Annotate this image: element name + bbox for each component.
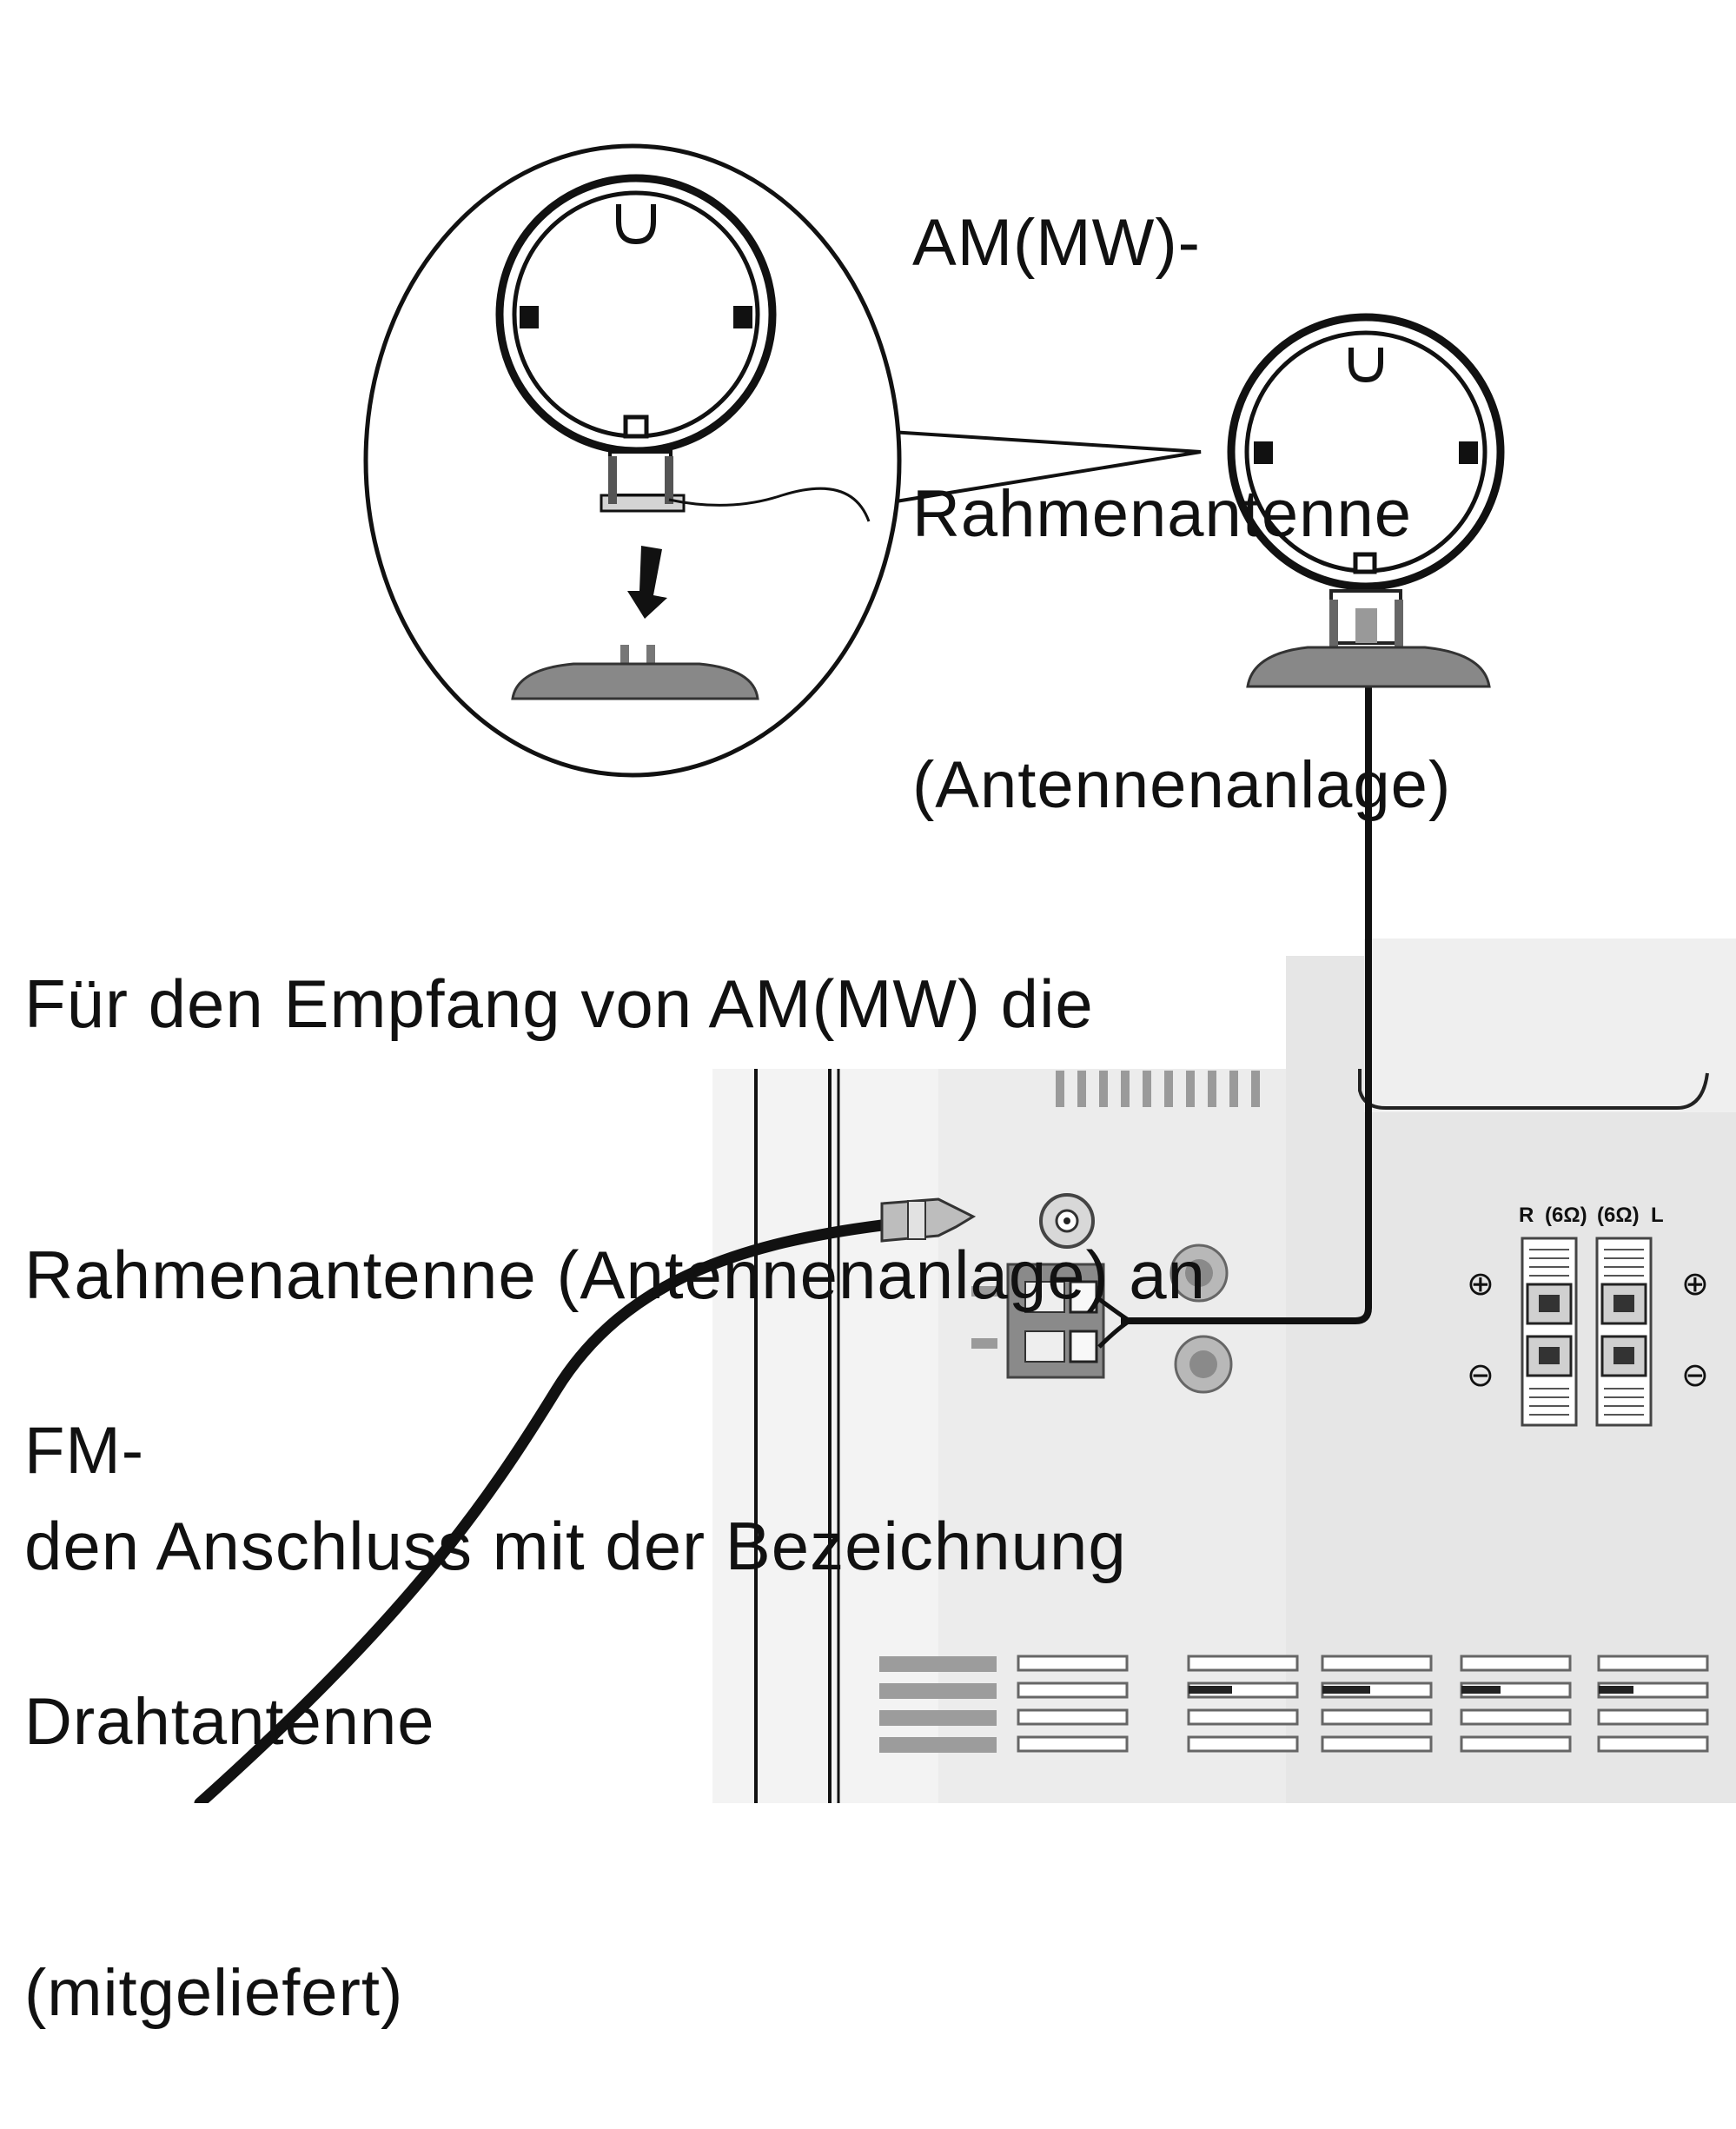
fm-label-line: FM-: [24, 1414, 145, 1488]
am-label-line: (Antennenanlage): [912, 748, 1452, 822]
speaker-plus-right: ⊕: [1681, 1266, 1709, 1303]
am-terminal-block: [971, 1244, 1233, 1394]
fm-antenna-label: FM- Drahtantenne (mitgeliefert): [24, 1225, 435, 2129]
speaker-impedance-right: (6Ω): [1597, 1204, 1640, 1227]
am-antenna-label: AM(MW)- Rahmenantenne (Antennenanlage): [912, 17, 1451, 921]
speaker-plus-left: ⊕: [1467, 1266, 1494, 1303]
fm-label-line: (mitgeliefert): [24, 1956, 404, 2030]
speaker-minus-left: ⊖: [1467, 1357, 1494, 1394]
speaker-impedance-left: (6Ω): [1545, 1204, 1587, 1227]
instruction-line: Für den Empfang von AM(MW) die: [24, 965, 1094, 1042]
fm-label-line: Drahtantenne: [24, 1685, 435, 1759]
am-antenna-cable: [1097, 686, 1372, 1349]
speaker-mark-r: R: [1519, 1204, 1534, 1227]
instruction-line: den Anschluss mit der Bezeichnung: [24, 1508, 1127, 1584]
am-label-line: Rahmenantenne: [912, 477, 1412, 551]
connection-diagram: [194, 143, 1736, 1803]
instruction-line: Rahmenantenne (Antennenanlage) an: [24, 1237, 1207, 1313]
fm-coax-socket: [1039, 1193, 1095, 1249]
speaker-mark-l: L: [1651, 1204, 1664, 1227]
speaker-terminals: [1521, 1237, 1653, 1427]
am-label-line: AM(MW)-: [912, 206, 1201, 280]
am-loop-antenna: [1227, 313, 1505, 688]
speaker-minus-right: ⊖: [1681, 1357, 1709, 1394]
magnified-callout: [363, 143, 1202, 778]
rear-panel: [712, 938, 1736, 1803]
instruction-text: Für den Empfang von AM(MW) die Rahmenant…: [24, 778, 1206, 1681]
fm-wire-antenna: [194, 1197, 977, 1803]
bottom-connectors: [879, 1655, 1709, 1753]
